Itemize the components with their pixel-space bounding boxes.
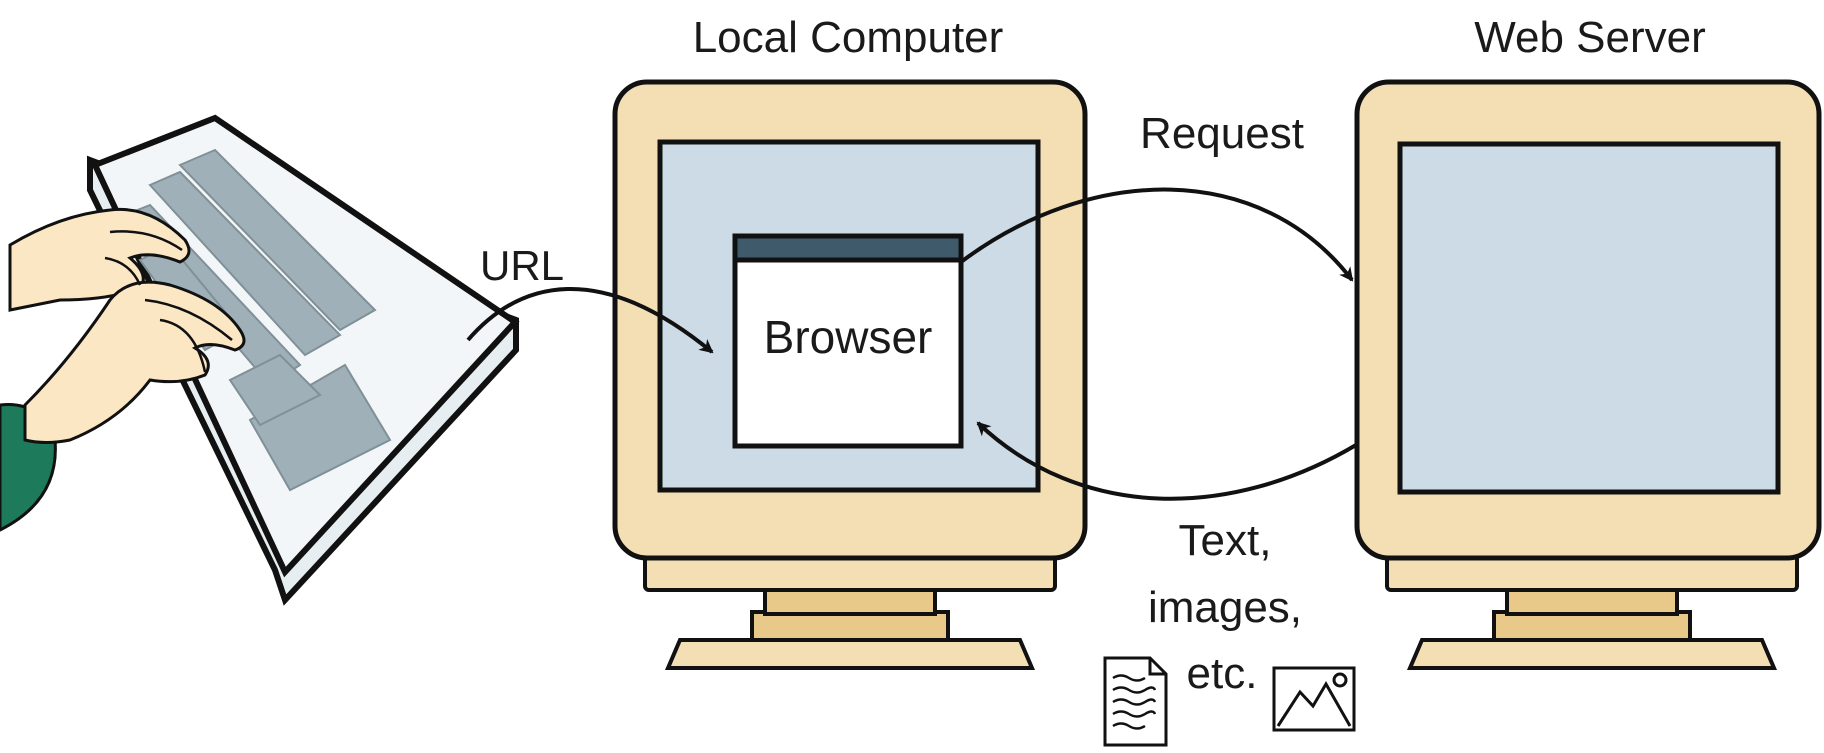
document-icon	[1103, 656, 1168, 747]
request-arrow	[959, 187, 1354, 282]
local-computer-base	[664, 638, 1036, 670]
request-label: Request	[1140, 109, 1304, 158]
url-arrow	[466, 287, 714, 354]
browser-label: Browser	[764, 311, 933, 363]
response-label-line1: Text,	[1179, 516, 1272, 565]
image-icon	[1272, 666, 1356, 732]
url-label: URL	[480, 242, 564, 289]
response-arrow	[976, 421, 1358, 501]
browser-titlebar	[732, 233, 964, 263]
web-server-label: Web Server	[1474, 13, 1706, 62]
keyboard-with-hands	[0, 114, 520, 606]
web-server-screen	[1397, 141, 1781, 495]
right-hand	[23, 280, 246, 444]
local-computer: Local Computer Browser	[612, 13, 1088, 670]
response-label-line2: images,	[1148, 583, 1302, 632]
web-server: Web Server	[1354, 13, 1822, 670]
local-computer-label: Local Computer	[693, 13, 1004, 62]
web-server-base	[1406, 638, 1778, 670]
response-label-line3: etc.	[1187, 649, 1258, 698]
